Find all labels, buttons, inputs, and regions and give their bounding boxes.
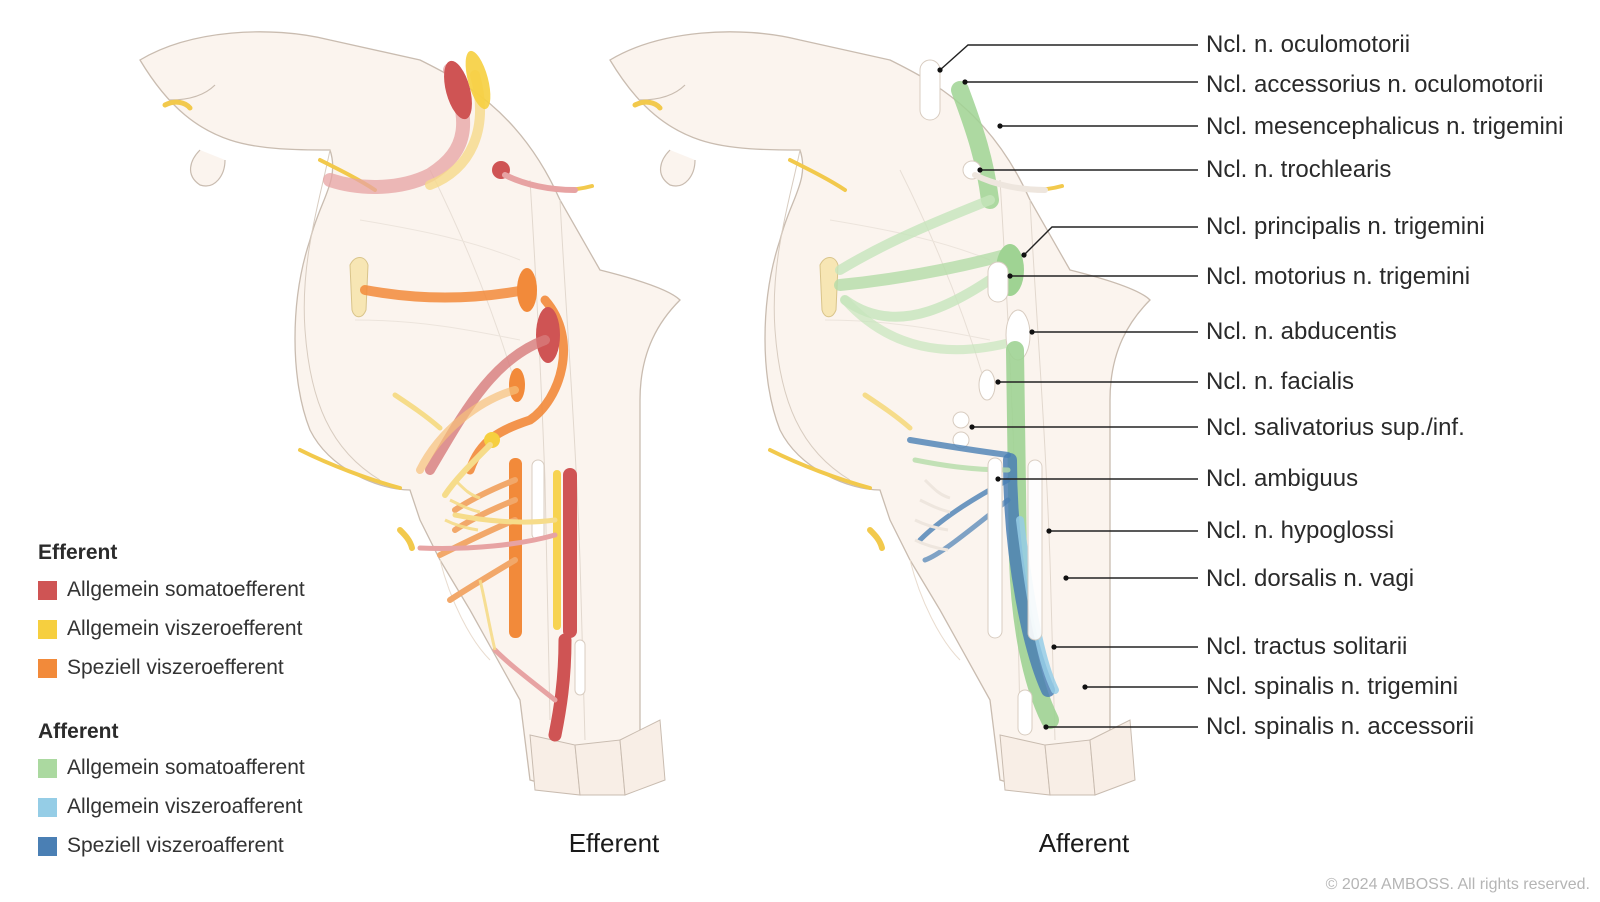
legend-label: Allgemein viszeroefferent — [67, 617, 303, 640]
legend-swatch — [38, 797, 57, 817]
efferent-brainstem — [140, 32, 680, 795]
legend-swatch — [38, 580, 57, 600]
legend-label: Speziell viszeroefferent — [67, 656, 284, 679]
nucleus-label: Ncl. ambiguus — [1206, 465, 1359, 492]
legend-item-viszeroefferent: Allgemein viszeroefferent — [38, 617, 302, 641]
afferent-brainstem — [610, 32, 1150, 795]
nucleus-label: Ncl. mesencephalicus n. trigemini — [1206, 113, 1564, 140]
legend-item-viszeroafferent: Allgemein viszeroafferent — [38, 795, 302, 819]
nucleus-label: Ncl. n. oculomotorii — [1206, 31, 1411, 58]
leader-dots — [937, 67, 1088, 730]
legend-label: Allgemein somatoefferent — [67, 578, 305, 601]
legend-item-somatoafferent: Allgemein somatoafferent — [38, 756, 305, 780]
legend-heading-efferent: Efferent — [38, 541, 118, 564]
legend-heading-afferent: Afferent — [38, 720, 119, 743]
legend-label: Allgemein somatoafferent — [67, 756, 305, 779]
nucleus-label: Ncl. n. abducentis — [1206, 318, 1397, 345]
nucleus-label: Ncl. motorius n. trigemini — [1206, 263, 1471, 290]
legend-swatch — [38, 619, 57, 639]
nucleus-label: Ncl. tractus solitarii — [1206, 633, 1408, 660]
legend-label: Speziell viszeroafferent — [67, 834, 284, 857]
nucleus-label: Ncl. n. facialis — [1206, 368, 1355, 395]
nucleus-label: Ncl. spinalis n. accessorii — [1206, 713, 1475, 740]
nucleus-label: Ncl. salivatorius sup./inf. — [1206, 414, 1465, 441]
nucleus-label: Ncl. dorsalis n. vagi — [1206, 565, 1415, 592]
nucleus-label: Ncl. principalis n. trigemini — [1206, 213, 1485, 240]
legend-item-somatoefferent: Allgemein somatoefferent — [38, 578, 305, 602]
nucleus-label: Ncl. n. trochlearis — [1206, 156, 1392, 183]
nucleus-label: Ncl. accessorius n. oculomotorii — [1206, 71, 1544, 98]
panel-caption-afferent: Afferent — [1038, 828, 1130, 858]
legend-item-speziell-viszeroafferent: Speziell viszeroafferent — [38, 834, 284, 858]
legend-item-speziell-viszeroefferent: Speziell viszeroefferent — [38, 656, 284, 680]
legend-label: Allgemein viszeroafferent — [67, 795, 303, 818]
legend-swatch — [38, 658, 57, 678]
nucleus-label: Ncl. n. hypoglossi — [1206, 517, 1395, 544]
legend-swatch — [38, 758, 57, 778]
nucleus-label: Ncl. spinalis n. trigemini — [1206, 673, 1459, 700]
panel-caption-efferent: Efferent — [568, 828, 660, 858]
leader-lines — [939, 44, 1198, 728]
copyright-notice: © 2024 AMBOSS. All rights reserved. — [1325, 876, 1590, 893]
legend-swatch — [38, 836, 57, 856]
